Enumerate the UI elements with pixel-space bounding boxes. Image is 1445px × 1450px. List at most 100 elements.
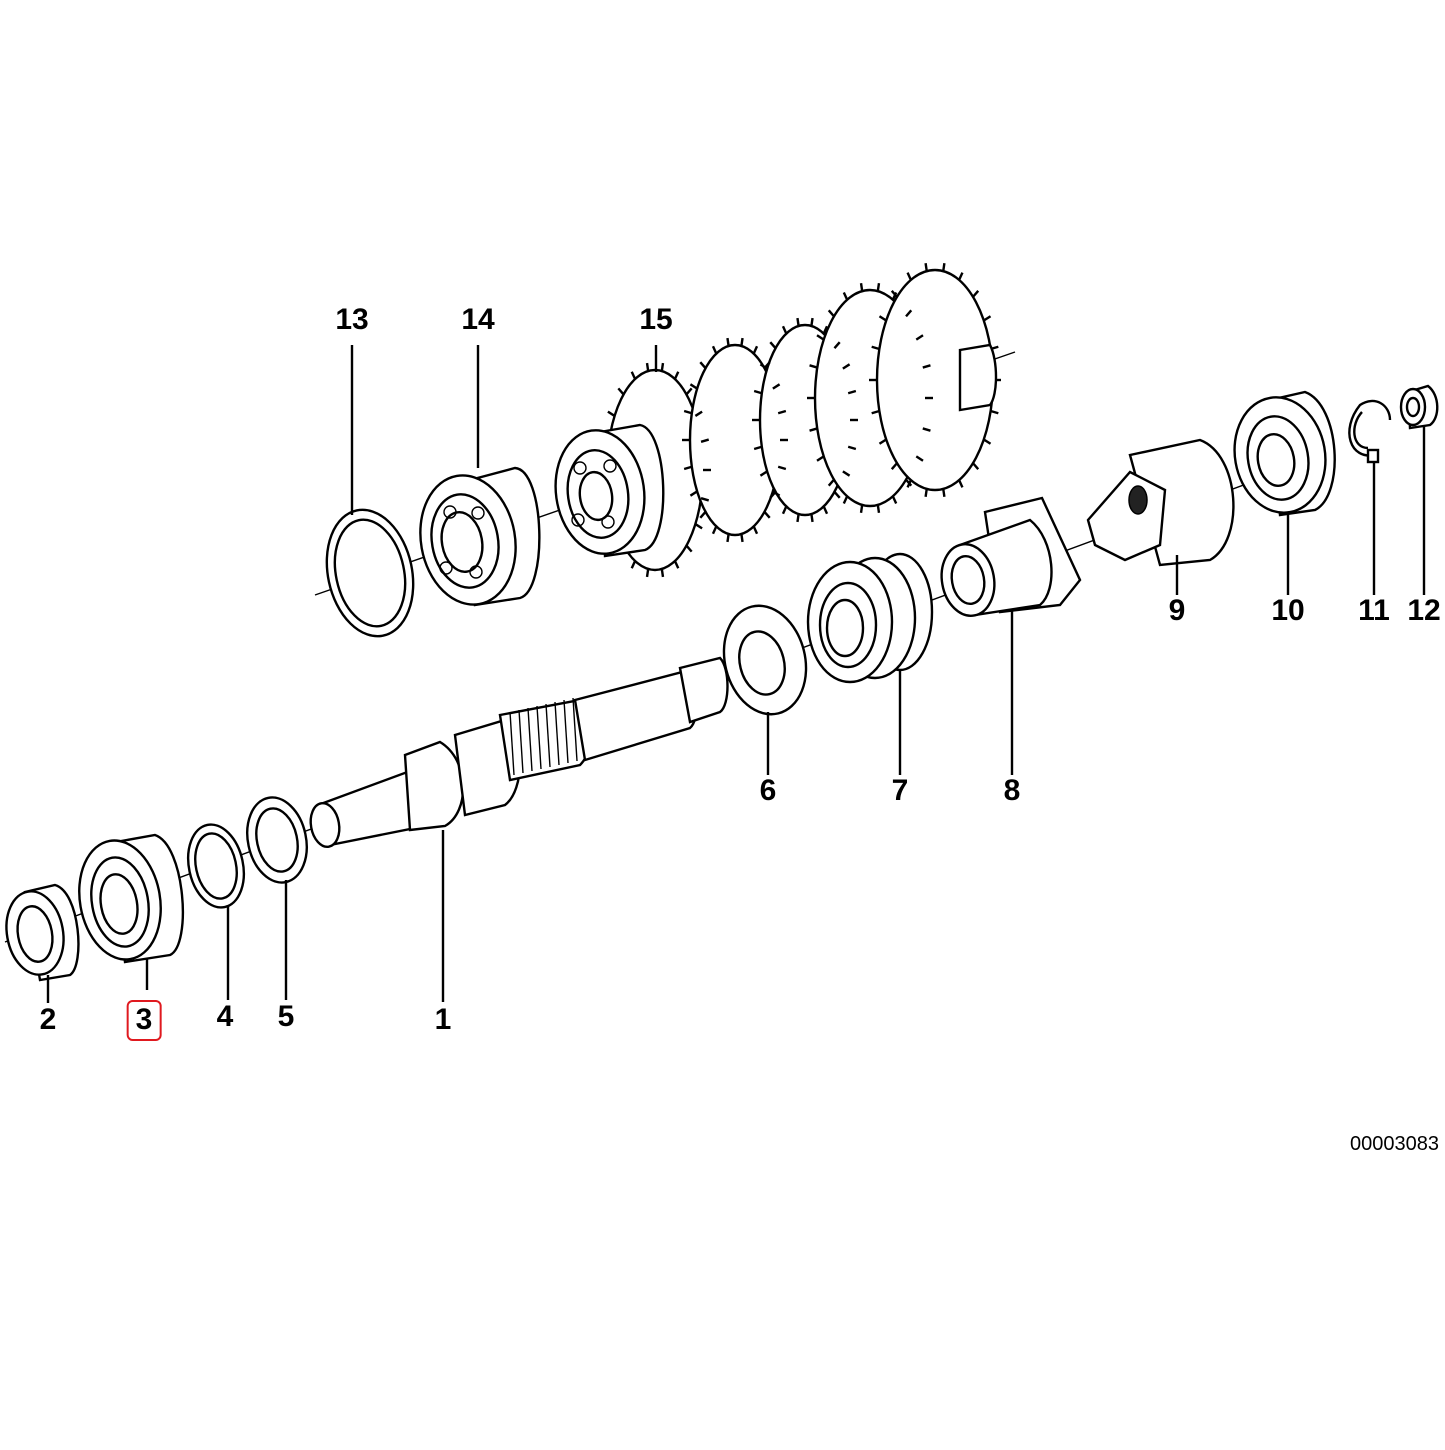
gear-tooth <box>876 504 881 513</box>
shaft-spline <box>536 705 542 770</box>
gear-tooth <box>796 513 800 523</box>
ball-bearing-14 <box>419 466 541 607</box>
gear-tooth <box>752 345 759 355</box>
gear-tooth <box>906 479 912 488</box>
gear-tooth <box>842 470 851 477</box>
gear-tooth <box>972 462 980 470</box>
gear-tooth <box>827 478 835 487</box>
part-label-14[interactable]: 14 <box>461 303 495 336</box>
gear-tooth <box>673 560 680 569</box>
drawing-number: 00003083 <box>1350 1133 1439 1155</box>
shaft-spline <box>518 709 524 774</box>
gear-tooth <box>859 504 864 513</box>
gear-tooth <box>685 544 693 553</box>
gear-tooth <box>842 495 849 505</box>
gear-tooth <box>822 325 829 335</box>
gear-tooth <box>740 533 744 543</box>
part-label-13[interactable]: 13 <box>335 303 369 336</box>
part-label-5[interactable]: 5 <box>277 1000 295 1033</box>
part-label-1[interactable]: 1 <box>434 1003 452 1036</box>
gear-tooth <box>694 523 703 530</box>
sleeve-8 <box>940 496 1082 617</box>
gear-tooth <box>972 290 980 298</box>
leader-lines <box>46 345 1426 1003</box>
shaft-spline <box>545 703 551 768</box>
gear-tooth <box>711 345 718 355</box>
gear-tooth <box>906 272 912 281</box>
gear-tooth <box>958 272 964 281</box>
washer-5 <box>246 796 308 884</box>
gear-tooth <box>769 491 777 499</box>
gear-tooth <box>922 364 931 369</box>
gear-tooth <box>660 362 665 372</box>
gear-tooth <box>810 317 814 327</box>
shaft-spline <box>527 707 533 772</box>
part-label-9[interactable]: 9 <box>1168 594 1186 627</box>
gear-tooth <box>891 495 898 505</box>
gear-tooth <box>740 337 744 347</box>
gear-tooth <box>809 364 818 369</box>
gear-tooth <box>876 283 881 292</box>
gear-tooth <box>905 309 913 318</box>
part-label-10[interactable]: 10 <box>1271 594 1305 627</box>
gear-tooth <box>842 363 851 370</box>
washer-13 <box>325 508 415 638</box>
part-label-2[interactable]: 2 <box>39 1003 57 1036</box>
gear-tooth <box>689 383 698 390</box>
gear-tooth <box>630 560 637 569</box>
gear-tooth <box>781 325 788 335</box>
gear-tooth <box>673 371 680 380</box>
gear-tooth <box>683 409 693 415</box>
gear-tooth <box>847 389 857 395</box>
gear-tooth <box>990 409 999 415</box>
gear-tooth <box>942 488 946 497</box>
part-label-8[interactable]: 8 <box>1003 774 1021 807</box>
gear-tooth <box>699 361 707 369</box>
gear-tooth <box>809 427 818 432</box>
gear-tooth <box>753 389 763 395</box>
gear-tooth <box>689 490 698 497</box>
gear-tooth <box>890 290 898 298</box>
gear-tooth <box>942 263 946 272</box>
gear-tooth <box>711 525 718 535</box>
gear-tooth <box>924 263 928 272</box>
gear-tooth <box>759 363 768 370</box>
gear-tooth <box>810 513 814 523</box>
gear-tooth <box>922 427 931 432</box>
part-label-3-highlighted[interactable]: 3 <box>126 1000 162 1041</box>
bearing-10 <box>1233 390 1336 517</box>
gear-tooth <box>796 317 800 327</box>
part-label-15[interactable]: 15 <box>639 303 673 336</box>
gear-tooth <box>983 315 992 322</box>
gear-tooth <box>660 568 665 578</box>
seal-ring-2 <box>5 883 80 982</box>
gear-tooth <box>890 462 898 470</box>
gear-tooth <box>700 497 710 502</box>
gear-tooth <box>777 465 787 471</box>
gear-tooth <box>772 383 781 390</box>
gear-tooth <box>915 334 924 341</box>
shaft-spline <box>554 701 560 766</box>
part-label-4[interactable]: 4 <box>216 1000 234 1033</box>
gear-tooth <box>769 341 777 349</box>
gear-tooth <box>871 409 880 415</box>
part-label-7[interactable]: 7 <box>891 774 909 807</box>
gear-tooth <box>607 410 616 417</box>
gear-tooth <box>915 455 924 462</box>
part-label-6[interactable]: 6 <box>759 774 777 807</box>
gear-tooth <box>816 455 825 462</box>
gear-tooth <box>630 371 637 380</box>
gear-tooth <box>777 409 787 415</box>
gear-tooth <box>847 445 857 451</box>
gear-tooth <box>683 465 693 471</box>
part-label-12[interactable]: 12 <box>1407 594 1441 627</box>
gear-tooth <box>645 568 650 578</box>
gear-tooth <box>871 345 880 351</box>
shaft-spline <box>509 711 515 776</box>
gear-tooth <box>759 470 768 477</box>
gear-tooth <box>645 362 650 372</box>
main-shaft-1 <box>309 656 729 849</box>
part-label-11[interactable]: 11 <box>1358 594 1390 627</box>
